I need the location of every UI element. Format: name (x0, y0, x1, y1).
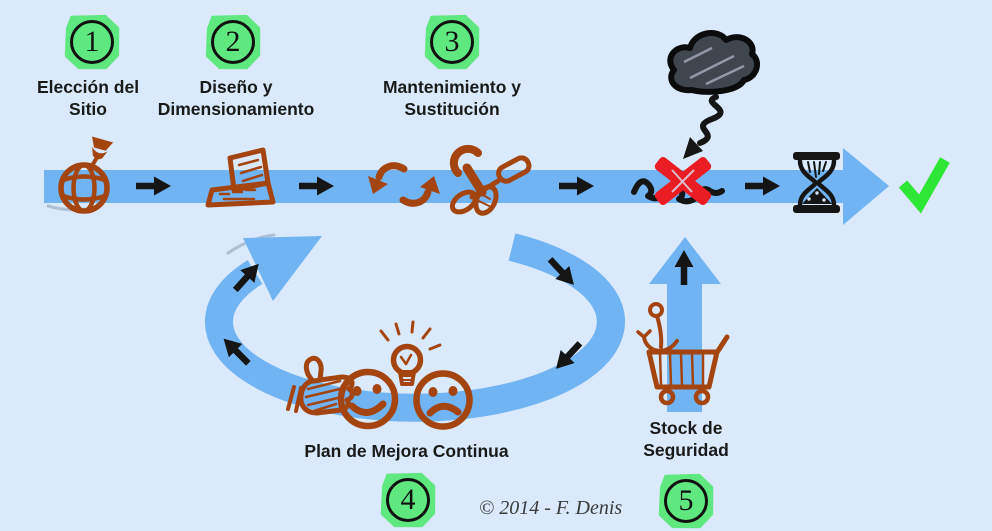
step-5-badge: 5 (656, 471, 716, 531)
step-1-label: Elección del Sitio (8, 76, 168, 120)
step-2-label-line-2: Dimensionamiento (157, 99, 315, 119)
safety-stock-cart-icon (636, 302, 730, 406)
step-2-badge: 2 (203, 12, 263, 72)
step-4-label: Plan de Mejora Continua (294, 440, 519, 462)
step-2-label-line-1: Diseño y (199, 77, 273, 97)
step-1-label-line-2: Sitio (69, 99, 107, 119)
copyright-text: © 2014 - F. Denis (479, 497, 623, 519)
step-1-badge: 1 (62, 12, 122, 72)
step-1-number: 1 (70, 20, 114, 64)
step-4-number: 4 (386, 478, 430, 522)
hourglass-icon (793, 152, 840, 213)
main-timeline-arrow (44, 148, 889, 225)
happy-face-icon (337, 368, 399, 430)
step-4-label-line-1: Plan de Mejora Continua (304, 441, 509, 461)
step-2-number: 2 (211, 20, 255, 64)
step-5-number: 5 (664, 479, 708, 523)
step-5-label-line-1: Stock de (649, 418, 723, 438)
design-laptop-icon (205, 147, 276, 208)
sad-face-icon (413, 370, 473, 430)
step-5-label-line-2: Seguridad (643, 440, 729, 460)
maintenance-tools-icon (449, 144, 532, 216)
step-1-label-line-1: Elección del (36, 77, 140, 97)
step-2-label: Diseño y Dimensionamiento (141, 76, 331, 120)
step-3-label-line-1: Mantenimiento y (382, 77, 522, 97)
storm-cloud-icon (667, 30, 761, 95)
replace-swap-arrows-icon (368, 162, 440, 207)
idea-bulb-icon (379, 320, 442, 386)
step-4-badge: 4 (378, 470, 438, 530)
failure-x-icon (631, 157, 725, 205)
step-5-label: Stock de Seguridad (615, 417, 757, 461)
step-3-badge: 3 (422, 12, 482, 72)
step-3-label-line-2: Sustitución (404, 99, 500, 119)
step-3-label: Mantenimiento y Sustitución (357, 76, 547, 120)
lightning-squiggle-arrow (683, 94, 724, 159)
success-check-icon (898, 157, 950, 214)
thumbs-up-icon (286, 355, 355, 416)
improvement-loop-arrow (204, 233, 625, 422)
step-3-number: 3 (430, 20, 474, 64)
site-globe-pin-icon (58, 136, 114, 214)
